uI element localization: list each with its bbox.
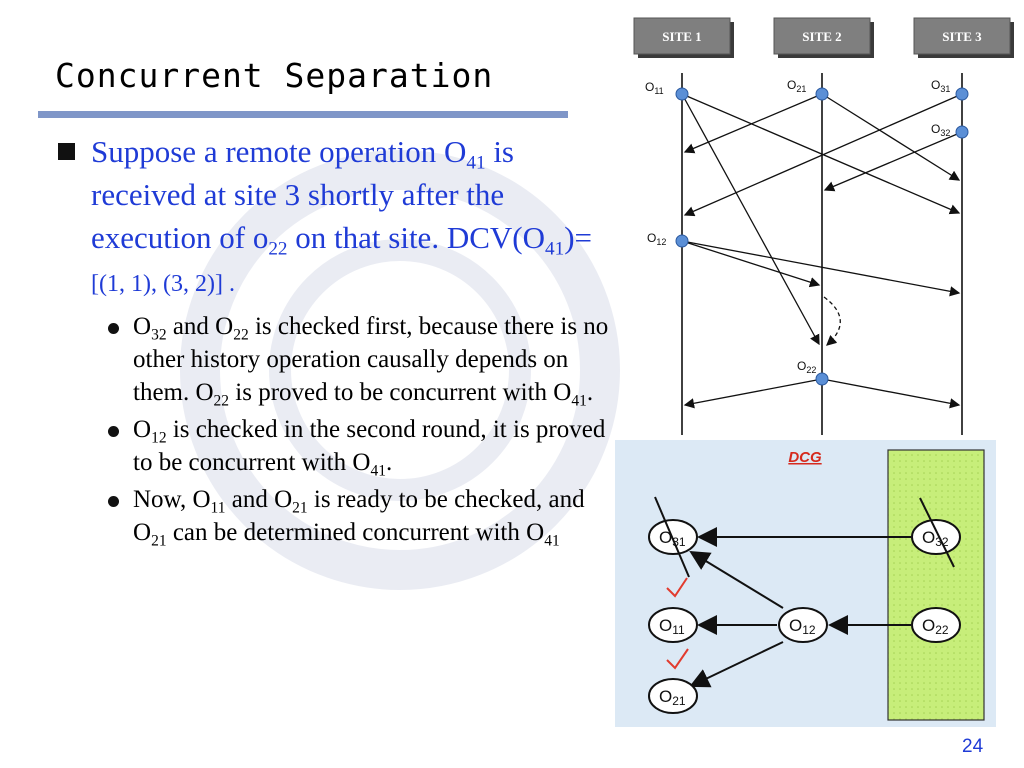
op-label-o31: O31 xyxy=(931,78,950,94)
page-title: Concurrent Separation xyxy=(55,56,494,95)
site-timeline-diagram: SITE 1 SITE 2 SITE 3 O11 xyxy=(633,17,1014,435)
svg-text:O22: O22 xyxy=(922,616,949,637)
square-bullet-icon xyxy=(58,143,75,160)
dcg-node-o32: O32 xyxy=(911,519,961,555)
dcg-node-o11: O11 xyxy=(648,607,698,643)
strike-o31-icon xyxy=(654,496,690,578)
svg-text:SITE 3: SITE 3 xyxy=(942,29,982,44)
message-arrows xyxy=(681,93,963,409)
op-label-o21: O21 xyxy=(787,78,806,94)
page-number: 24 xyxy=(962,736,984,757)
sub-bullet-2: O12 is checked in the second round, it i… xyxy=(55,413,615,479)
watermark-seal xyxy=(180,150,620,590)
svg-text:O21: O21 xyxy=(659,687,686,708)
svg-text:SITE 2: SITE 2 xyxy=(802,29,841,44)
title-underline xyxy=(38,111,568,118)
check-o11-icon xyxy=(666,577,688,598)
slide-body: Suppose a remote operation O41 is receiv… xyxy=(55,130,615,549)
sub-bullet-1: O32 and O22 is checked first, because th… xyxy=(55,310,615,409)
check-o21-icon xyxy=(666,648,689,670)
dashed-causal-arrow xyxy=(823,296,841,346)
op-label-o11: O11 xyxy=(645,80,664,96)
round-bullet-icon xyxy=(108,426,119,437)
dcg-node-o21: O21 xyxy=(648,678,698,714)
sub-bullet-3: Now, O11 and O21 is ready to be checked,… xyxy=(55,483,615,549)
op-label-o12: O12 xyxy=(647,231,666,247)
dcg-node-o22: O22 xyxy=(911,607,961,643)
svg-text:SITE 1: SITE 1 xyxy=(662,29,701,44)
operation-points xyxy=(675,87,969,386)
bullet-main: Suppose a remote operation O41 is receiv… xyxy=(55,130,615,306)
svg-text:O11: O11 xyxy=(659,616,685,637)
op-label-o32: O32 xyxy=(931,122,950,138)
dcg-node-o12: O12 xyxy=(778,607,828,643)
strike-o32-icon xyxy=(919,497,955,568)
round-bullet-icon xyxy=(108,496,119,507)
site-header-2: SITE 2 xyxy=(773,17,874,58)
site-header-3: SITE 3 xyxy=(913,17,1014,58)
dcg-edges xyxy=(689,527,911,688)
dcg-label: DCG xyxy=(788,449,822,466)
svg-text:O12: O12 xyxy=(789,616,816,637)
site-header-1: SITE 1 xyxy=(633,17,734,58)
dcg-group-box xyxy=(887,449,985,721)
dcg-panel: DCG O31 O11 O21 O12 O32 xyxy=(615,440,996,727)
round-bullet-icon xyxy=(108,323,119,334)
op-label-o22: O22 xyxy=(797,359,816,375)
